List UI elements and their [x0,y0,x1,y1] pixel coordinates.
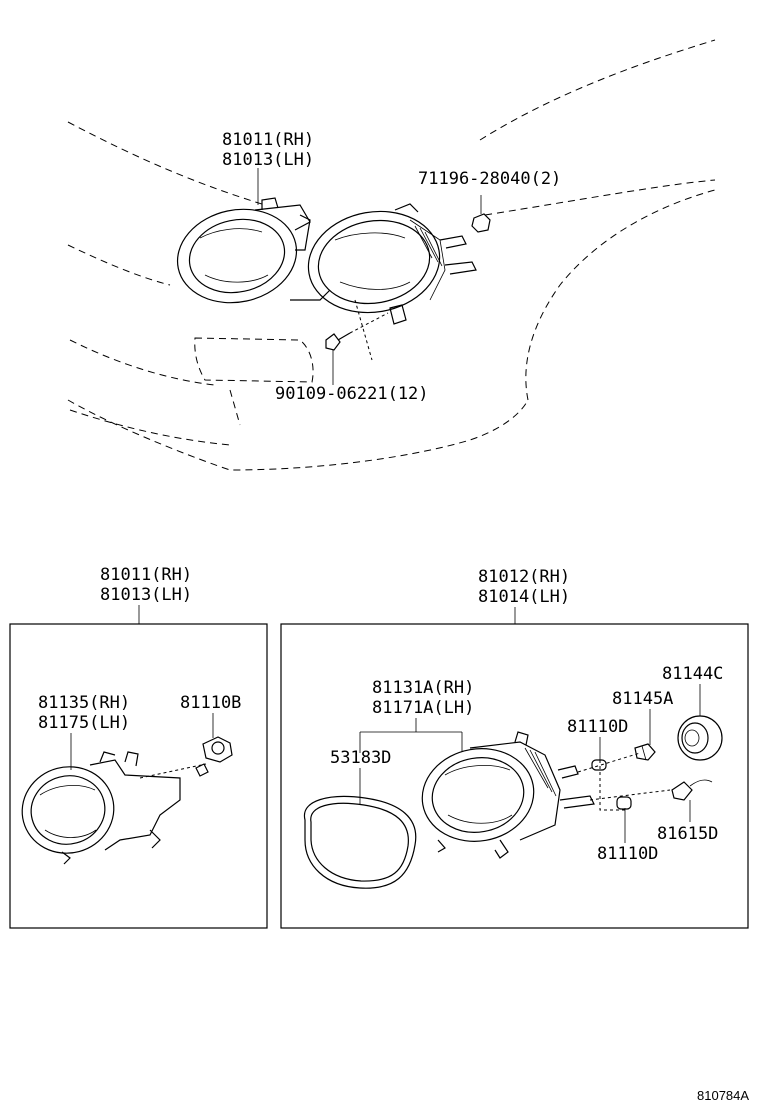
right-parts-box [280,623,749,929]
socket-lower-label: 81615D [657,824,718,844]
assembly-lines [577,752,671,811]
right-headlamp-assembly [421,731,595,859]
left-box-title-lh: 81013(LH) [100,585,192,605]
right-box-title-lh: 81014(LH) [478,587,570,607]
bulb-upper-label: 81110D [567,717,628,737]
cap-icon [677,715,723,761]
left-lens-rh-label: 81135(RH) [38,693,130,713]
top-headlamp-rh-label: 81011(RH) [222,130,314,150]
bulb-upper-icon [591,759,607,771]
right-box-title-rh: 81012(RH) [478,567,570,587]
socket-icon [634,743,656,761]
left-lens-lh-label: 81175(LH) [38,713,130,733]
screw-icon [325,312,389,385]
nut-icon [471,195,491,233]
left-box-title-rh: 81011(RH) [100,565,192,585]
gasket-label: 53183D [330,748,391,768]
bulb-lower-icon [616,796,632,810]
socket-lower-icon [671,779,713,801]
figure-code: 810784A [697,1088,749,1103]
vehicle-body-outline [67,39,716,471]
headlamp-assembly-top [176,197,477,325]
nut-part-label: 71196-28040(2) [418,169,561,189]
top-headlamp-lh-label: 81013(LH) [222,150,314,170]
gasket-ring [303,795,417,889]
bulb-icon [202,736,233,763]
right-lens-lh-label: 81171A(LH) [372,698,474,718]
left-headlamp-assembly [21,751,209,865]
bulb-lower-label: 81110D [597,844,658,864]
cap-label: 81144C [662,664,723,684]
socket-label: 81145A [612,689,673,709]
right-box-leaders [359,684,701,843]
left-parts-box [9,623,268,929]
screw-part-label: 90109-06221(12) [275,384,429,404]
right-lens-rh-label: 81131A(RH) [372,678,474,698]
left-bulb-label: 81110B [180,693,241,713]
